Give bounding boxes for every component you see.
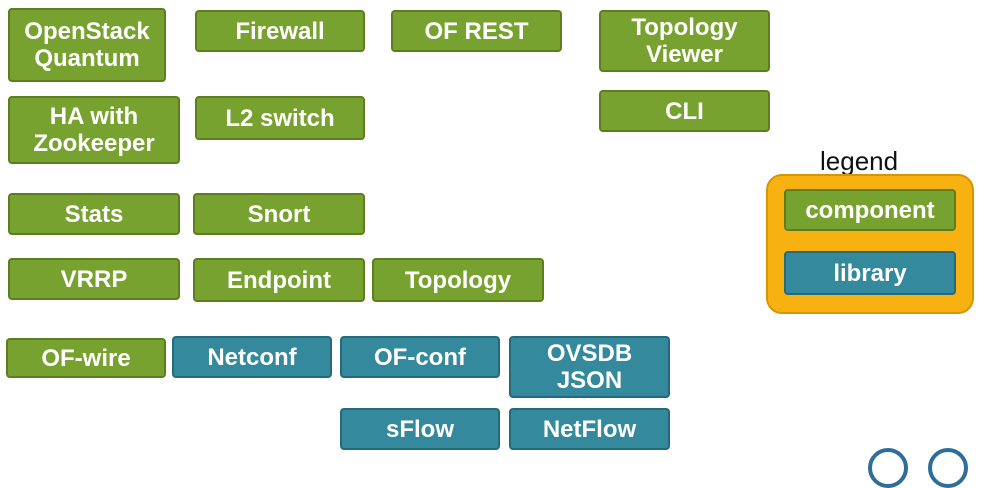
component-endpoint: Endpoint bbox=[193, 258, 365, 302]
component-cli: CLI bbox=[599, 90, 770, 132]
component-vrrp: VRRP bbox=[8, 258, 180, 300]
component-topology-viewer: Topology Viewer bbox=[599, 10, 770, 72]
component-snort: Snort bbox=[193, 193, 365, 235]
component-l2-switch: L2 switch bbox=[195, 96, 365, 140]
library-netconf: Netconf bbox=[172, 336, 332, 378]
library-of-conf: OF-conf bbox=[340, 336, 500, 378]
legend-title: legend bbox=[820, 146, 899, 176]
component-topology: Topology bbox=[372, 258, 544, 302]
component-of-wire: OF-wire bbox=[6, 338, 166, 378]
library-sflow: sFlow bbox=[340, 408, 500, 450]
component-firewall: Firewall bbox=[195, 10, 365, 52]
legend-component-sample: component bbox=[784, 189, 956, 231]
component-of-rest: OF REST bbox=[391, 10, 562, 52]
component-openstack-quantum: OpenStack Quantum bbox=[8, 8, 166, 82]
library-ovsdb-json: OVSDB JSON bbox=[509, 336, 670, 398]
legend-library-sample: library bbox=[784, 251, 956, 295]
component-stats: Stats bbox=[8, 193, 180, 235]
logo-fragment-circle bbox=[928, 448, 968, 488]
library-netflow: NetFlow bbox=[509, 408, 670, 450]
component-ha-with-zookeeper: HA with Zookeeper bbox=[8, 96, 180, 164]
logo-fragment-circle bbox=[868, 448, 908, 488]
